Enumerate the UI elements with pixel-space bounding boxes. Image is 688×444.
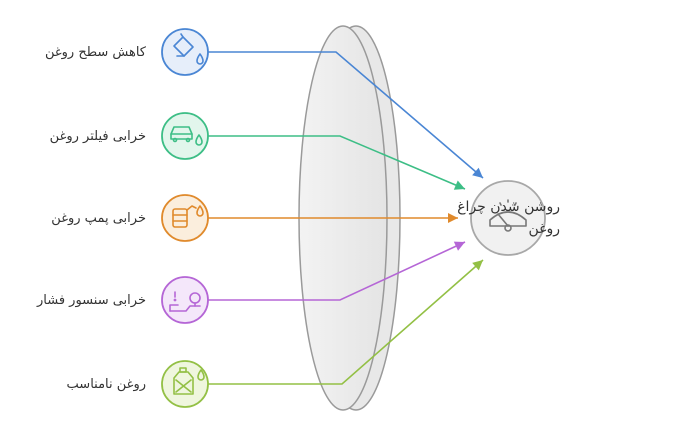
cause-node-3: خرابی پمپ روغن (51, 194, 209, 242)
cause-circle (161, 112, 209, 160)
cause-node-5: روغن نامناسب (67, 360, 209, 408)
connector-4 (208, 241, 466, 301)
result-node: روشن شدن چراغ روغن (457, 180, 561, 256)
cause-label: خرابی سنسور فشار (36, 293, 146, 308)
oil-pump-icon (172, 205, 204, 228)
cause-label: کاهش سطح روغن (45, 45, 147, 60)
result-label-line2: روغن (529, 221, 561, 237)
connector-5 (208, 259, 484, 385)
pressure-sensor-icon (169, 291, 201, 312)
cause-node-1: کاهش سطح روغن (45, 28, 209, 76)
car-oil-drop-icon (170, 126, 203, 146)
cause-label: روغن نامناسب (67, 377, 146, 392)
connector-2 (208, 135, 466, 190)
arrowhead-3 (448, 213, 458, 223)
result-circle (470, 180, 546, 256)
connector-1 (208, 51, 484, 179)
cause-label: خرابی پمپ روغن (51, 211, 146, 226)
arrowhead-5 (472, 260, 483, 271)
cause-label: خرابی فیلتر روغن (50, 129, 146, 144)
connector-lines (208, 51, 484, 385)
wiper-gauge-icon (489, 199, 527, 232)
cause-circle (161, 276, 209, 324)
oil-can-drop-icon (173, 33, 204, 65)
arrowhead-1 (472, 167, 483, 178)
cause-circle (161, 194, 209, 242)
cause-circle (161, 28, 209, 76)
oil-canister-icon (173, 367, 205, 395)
cause-node-2: خرابی فیلتر روغن (50, 112, 209, 160)
arrowhead-2 (453, 180, 465, 190)
cause-list: کاهش سطح روغن خرابی فیلتر روغن خرابی پمپ ر… (36, 28, 209, 408)
arrowhead-4 (453, 241, 465, 251)
result-label-line1: روشن شدن چراغ (457, 199, 560, 215)
cause-node-4: خرابی سنسور فشار (36, 276, 209, 324)
